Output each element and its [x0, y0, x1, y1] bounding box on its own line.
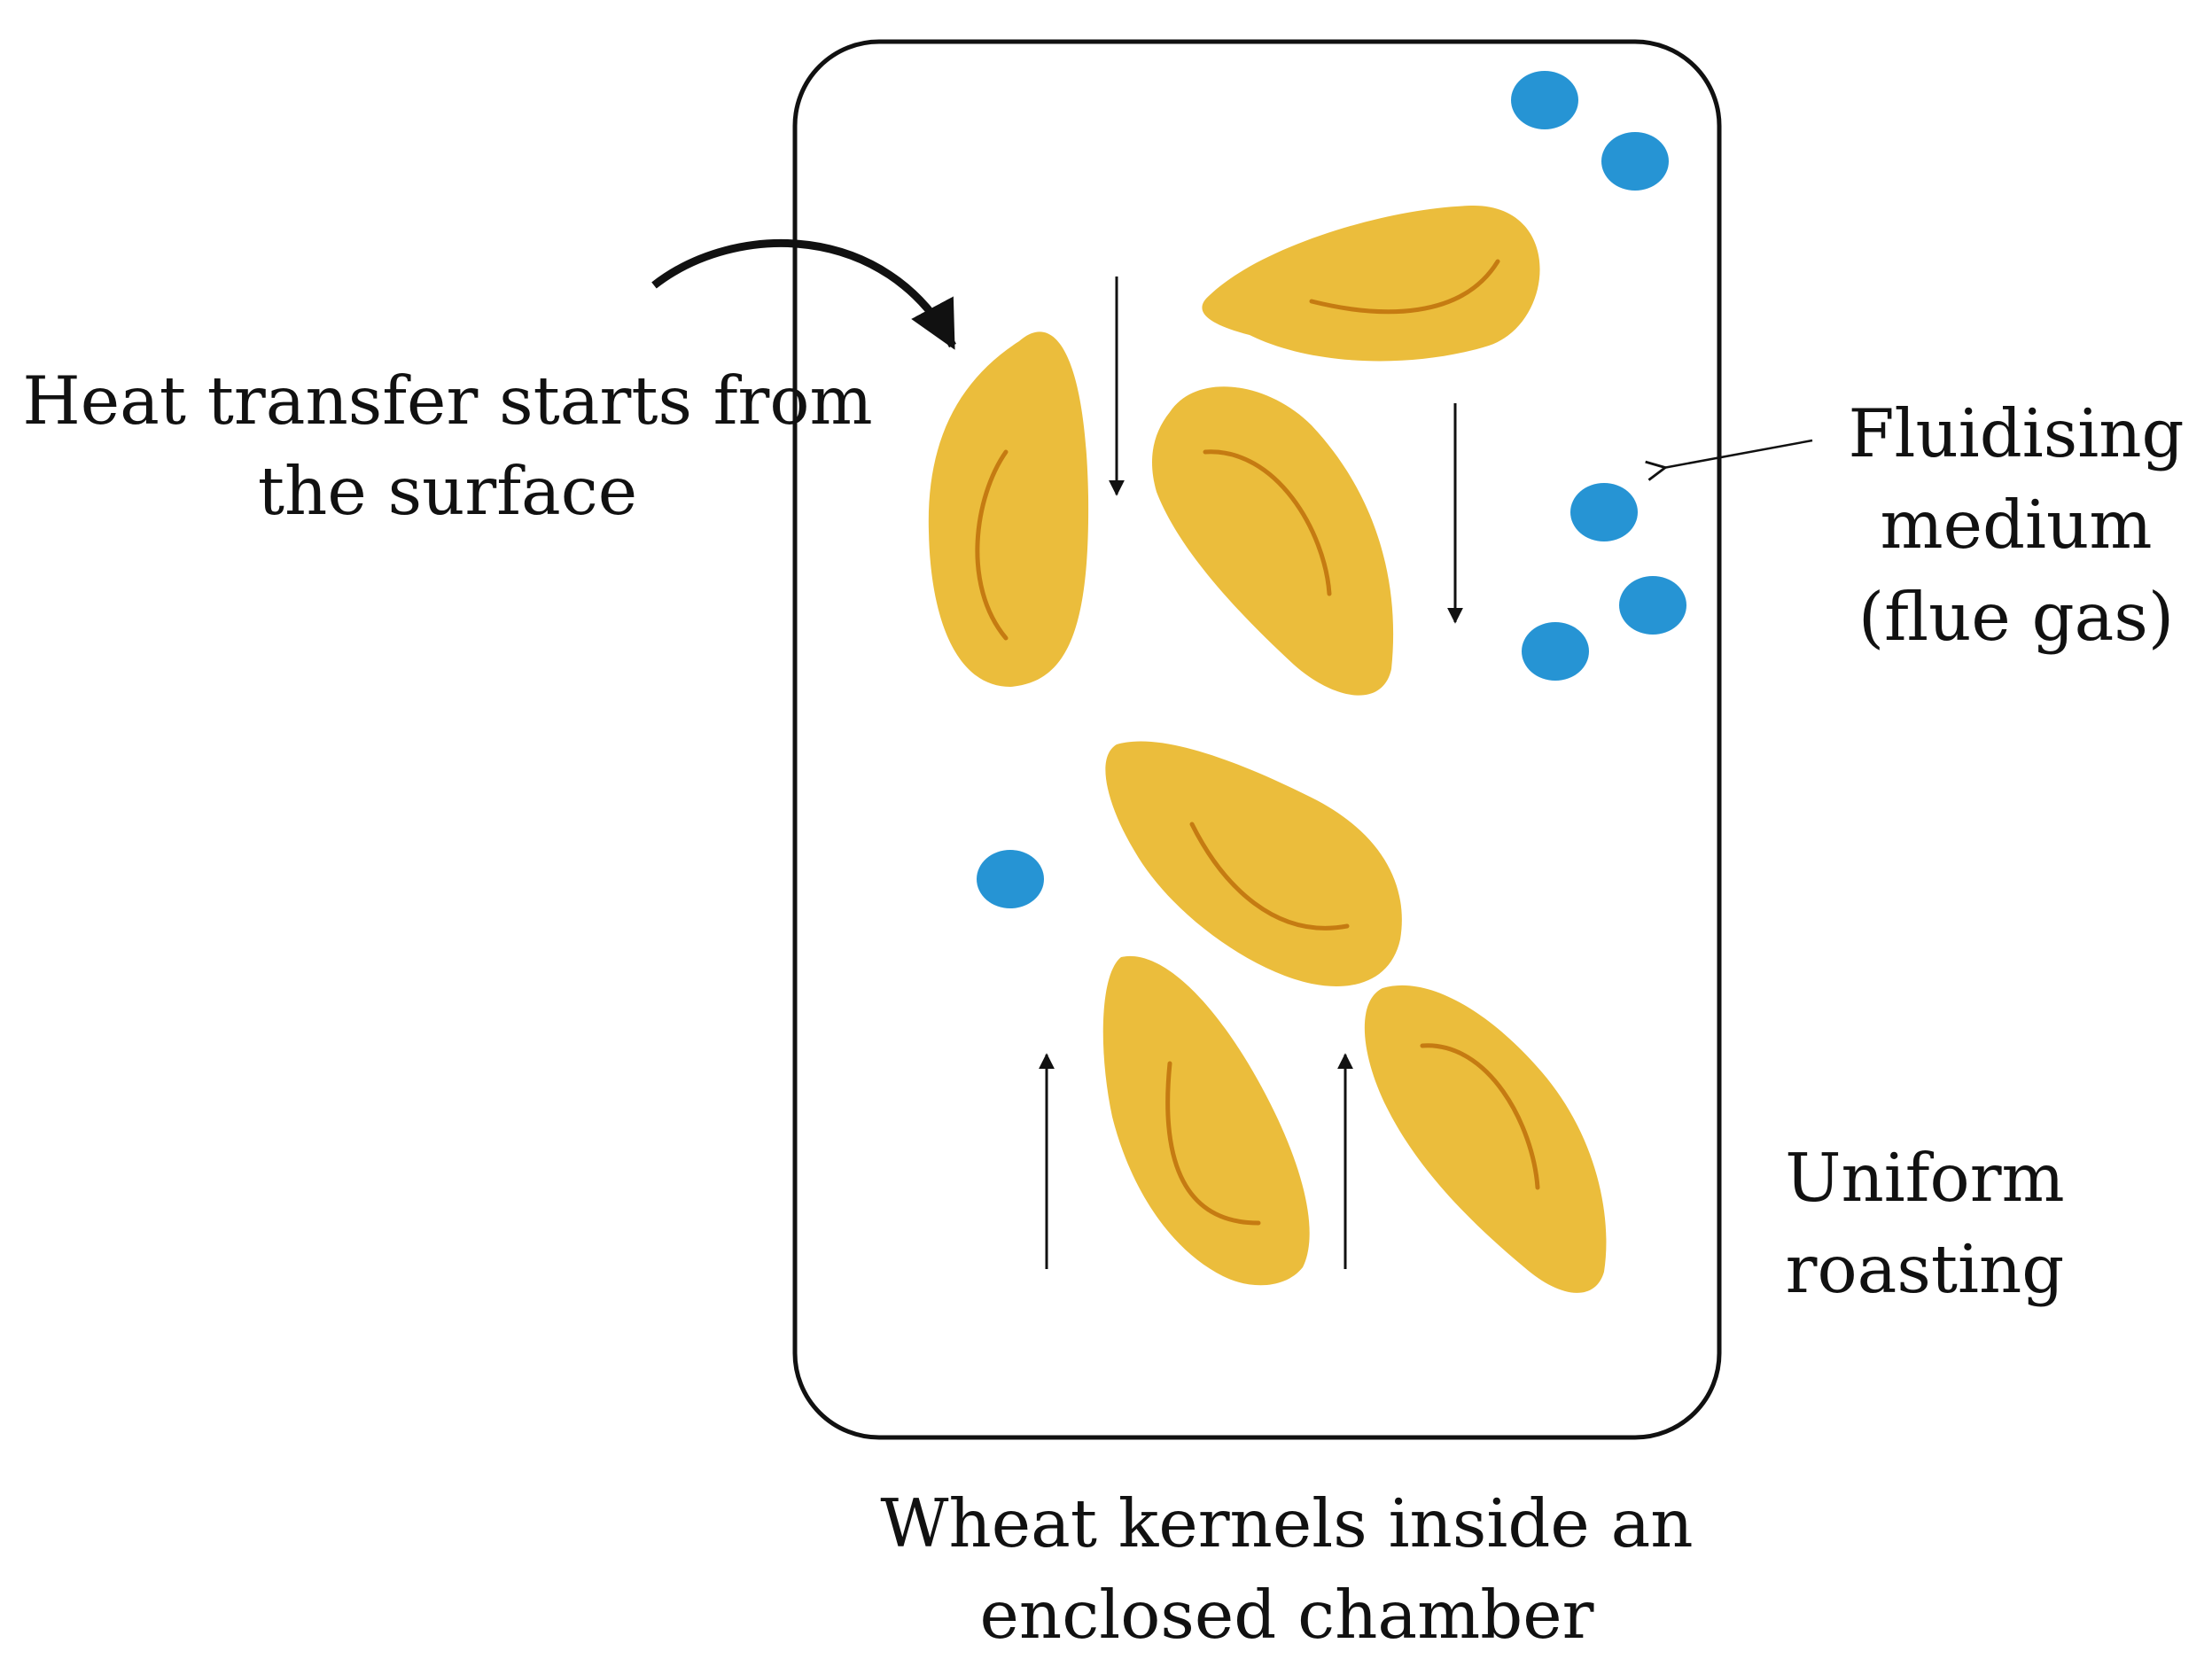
gas-particle-icon — [1601, 132, 1669, 191]
fluidising-label-line3: (flue gas) — [1858, 578, 2174, 656]
wheat-kernel-icon — [1102, 955, 1310, 1286]
uniform-label-line2: roasting — [1786, 1230, 2065, 1308]
gas-particle-icon — [1619, 576, 1686, 635]
gas-particle-icon — [1511, 71, 1578, 129]
gas-particle-icon — [1570, 483, 1638, 541]
heat-transfer-arrow — [651, 238, 956, 350]
wheat-kernel-icon — [1364, 985, 1607, 1293]
wheat-kernel-icon — [1105, 741, 1402, 986]
chamber-outline — [792, 39, 1722, 1440]
wheat-kernel-icon — [928, 331, 1089, 687]
fluidising-pointer-arrow — [1663, 439, 1813, 468]
gas-particle-icon — [1522, 622, 1589, 681]
kernel-crease — [975, 449, 1009, 641]
chamber-label-line1: Wheat kernels inside an — [880, 1484, 1693, 1562]
kernel-crease — [1189, 822, 1350, 931]
kernel-crease — [1420, 1043, 1540, 1190]
wheat-kernel-4 — [1105, 741, 1402, 986]
wheat-kernel-2 — [928, 331, 1089, 687]
wheat-kernel-icon — [1152, 386, 1394, 696]
heat-transfer-label-line1: Heat transfer starts from — [22, 362, 872, 440]
uniform-label-line1: Uniform — [1785, 1139, 2064, 1217]
kernel-crease — [1165, 1061, 1261, 1226]
wheat-kernel-3 — [1152, 386, 1394, 696]
wheat-kernel-5 — [1102, 955, 1310, 1286]
gas-particle-icon — [977, 850, 1044, 908]
chamber-label-line2: enclosed chamber — [980, 1576, 1594, 1654]
kernel-crease — [1309, 259, 1500, 315]
fluidising-label-line1: Fluidising — [1848, 394, 2184, 472]
heat-transfer-label-line2: the surface — [258, 452, 637, 530]
fluidising-label-line2: medium — [1881, 486, 2153, 564]
wheat-kernel-1 — [1202, 205, 1540, 362]
kernel-crease — [1203, 449, 1332, 596]
wheat-kernel-6 — [1364, 985, 1607, 1293]
wheat-kernel-icon — [1202, 205, 1540, 362]
